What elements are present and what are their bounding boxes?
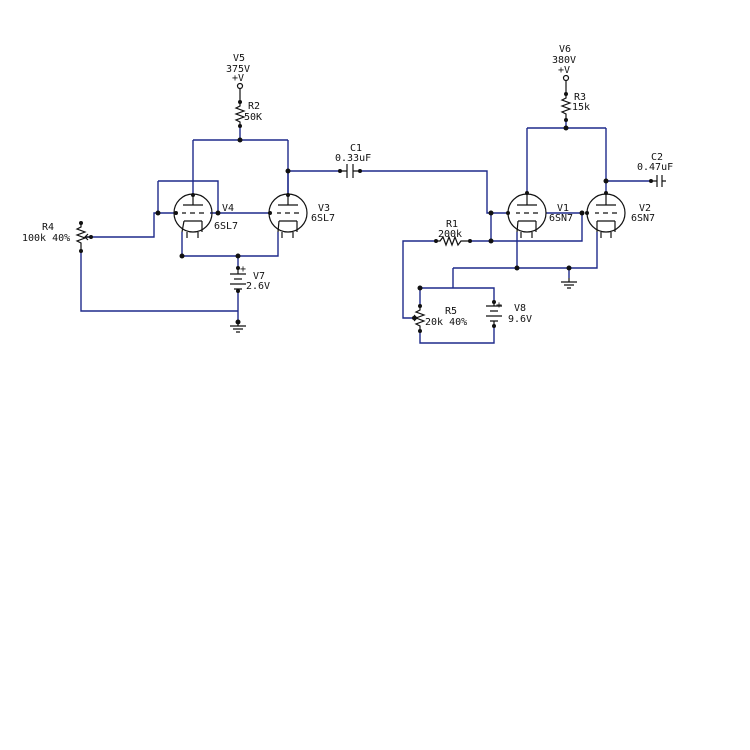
r1-ref: R1	[446, 219, 458, 230]
tube-v3: V3 6SL7	[268, 193, 335, 238]
v2-ref: V2	[639, 203, 651, 214]
v3-ref: V3	[318, 203, 330, 214]
battery-v8: + V8 9.6V	[486, 300, 532, 328]
r2-value: 50K	[244, 112, 262, 123]
v8-plus: +	[496, 300, 502, 311]
r5-ref: R5	[445, 306, 457, 317]
resistor-r3: R3 15k	[560, 92, 590, 122]
v6-sign: +V	[558, 65, 570, 76]
r2-ref: R2	[248, 101, 260, 112]
tube-v4: V4 6SL7	[173, 193, 238, 238]
left-stage-wires	[80, 126, 340, 322]
v6-value: 380V	[552, 55, 576, 66]
supply-v5: V5 375V +V	[226, 53, 250, 104]
ground-symbol-right	[561, 278, 577, 289]
ground-symbol-left	[230, 322, 246, 333]
r1-value: 200k	[438, 229, 462, 240]
tube-v1: V1 6SN7	[506, 191, 573, 238]
v2-type: 6SN7	[631, 213, 655, 224]
v5-sign: +V	[232, 73, 244, 84]
capacitor-c1: C1 0.33uF	[335, 143, 371, 178]
r4-value: 100k 40%	[22, 233, 70, 244]
v7-plus: +	[240, 264, 246, 275]
battery-v7: + V7 2.6V	[230, 264, 270, 293]
c2-ref: C2	[651, 152, 663, 163]
potentiometer-r4: R4 100k 40%	[22, 221, 93, 253]
r5-value: 20k 40%	[425, 317, 467, 328]
v6-ref: V6	[559, 44, 571, 55]
v4-type: 6SL7	[214, 221, 238, 232]
tube-v2: V2 6SN7	[585, 191, 655, 238]
v5-value: 375V	[226, 64, 250, 75]
v1-type: 6SN7	[549, 213, 573, 224]
v1-ref: V1	[557, 203, 569, 214]
supply-v6: V6 380V +V	[552, 44, 576, 96]
r4-ref: R4	[42, 222, 54, 233]
c1-ref: C1	[350, 143, 362, 154]
v7-value: 2.6V	[246, 281, 270, 292]
c2-value: 0.47uF	[637, 162, 673, 173]
r3-ref: R3	[574, 92, 586, 103]
v7-ref: V7	[253, 271, 265, 282]
v5-ref: V5	[233, 53, 245, 64]
v8-ref: V8	[514, 303, 526, 314]
v4-ref: V4	[222, 203, 234, 214]
c1-value: 0.33uF	[335, 153, 371, 164]
v3-type: 6SL7	[311, 213, 335, 224]
capacitor-c2: C2 0.47uF	[637, 152, 673, 187]
resistor-r2: R2 50K	[234, 101, 262, 128]
v8-value: 9.6V	[508, 314, 532, 325]
r3-value: 15k	[572, 102, 590, 113]
resistor-r1: R1 200k	[434, 219, 472, 247]
potentiometer-r5: R5 20k 40%	[412, 304, 467, 333]
junction-dots	[155, 125, 609, 325]
